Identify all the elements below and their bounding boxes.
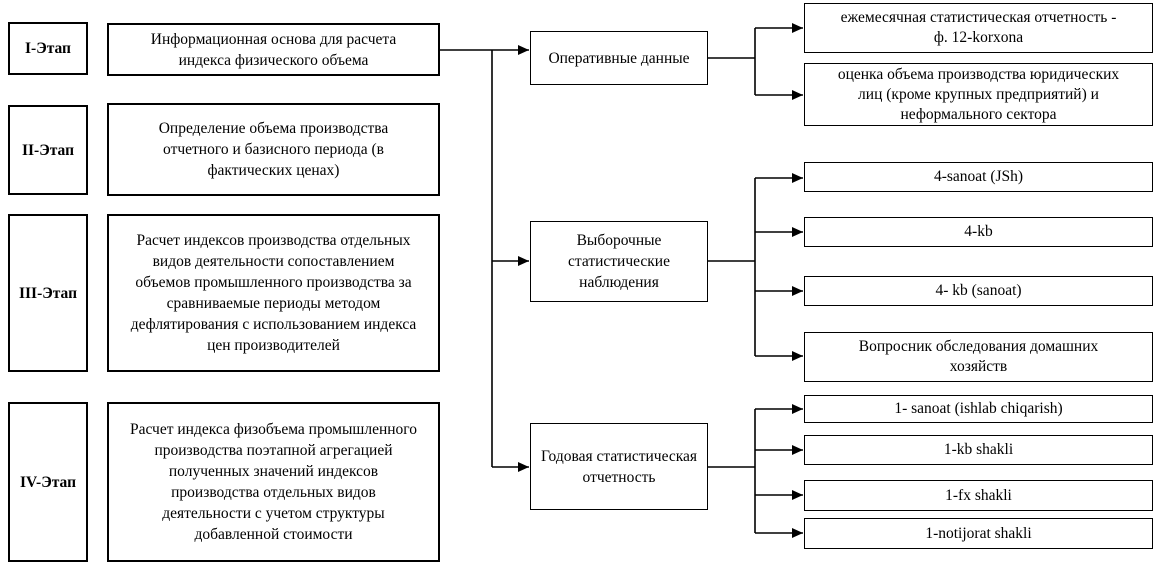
source-monthly-report-box: ежемесячная статистическая отчетность - … bbox=[804, 3, 1153, 53]
source-1-notijorat-shakli-box: 1-notijorat shakli bbox=[804, 518, 1153, 549]
source-1-sanoat-box: 1- sanoat (ishlab chiqarish) bbox=[804, 395, 1153, 423]
stage-3-description-box: Расчет индексов производства отдельных в… bbox=[107, 214, 440, 372]
category-annual-reporting-box: Годовая статистическая отчетность bbox=[530, 423, 708, 510]
source-4-kb-box: 4-kb bbox=[804, 217, 1153, 247]
stage-4-label-box: IV-Этап bbox=[8, 402, 88, 562]
stage-1-label-box: I-Этап bbox=[8, 22, 88, 75]
source-4-kb-sanoat-box: 4- kb (sanoat) bbox=[804, 276, 1153, 306]
source-4-sanoat-jsh-box: 4-sanoat (JSh) bbox=[804, 162, 1153, 192]
stage-3-label-box: III-Этап bbox=[8, 214, 88, 372]
source-volume-estimate-box: оценка объема производства юридических л… bbox=[804, 63, 1153, 126]
category-operational-data-box: Оперативные данные bbox=[530, 31, 708, 85]
source-household-questionnaire-box: Вопросник обследования домашних хозяйств bbox=[804, 332, 1153, 382]
stage-2-description-box: Определение объема производства отчетног… bbox=[107, 103, 440, 196]
source-1-fx-shakli-box: 1-fx shakli bbox=[804, 480, 1153, 511]
stage-2-label-box: II-Этап bbox=[8, 105, 88, 195]
source-1-kb-shakli-box: 1-kb shakli bbox=[804, 435, 1153, 465]
stage-4-description-box: Расчет индекса физобъема промышленного п… bbox=[107, 402, 440, 562]
stage-1-description-box: Информационная основа для расчета индекс… bbox=[107, 23, 440, 76]
category-sample-surveys-box: Выборочные статистические наблюдения bbox=[530, 221, 708, 302]
